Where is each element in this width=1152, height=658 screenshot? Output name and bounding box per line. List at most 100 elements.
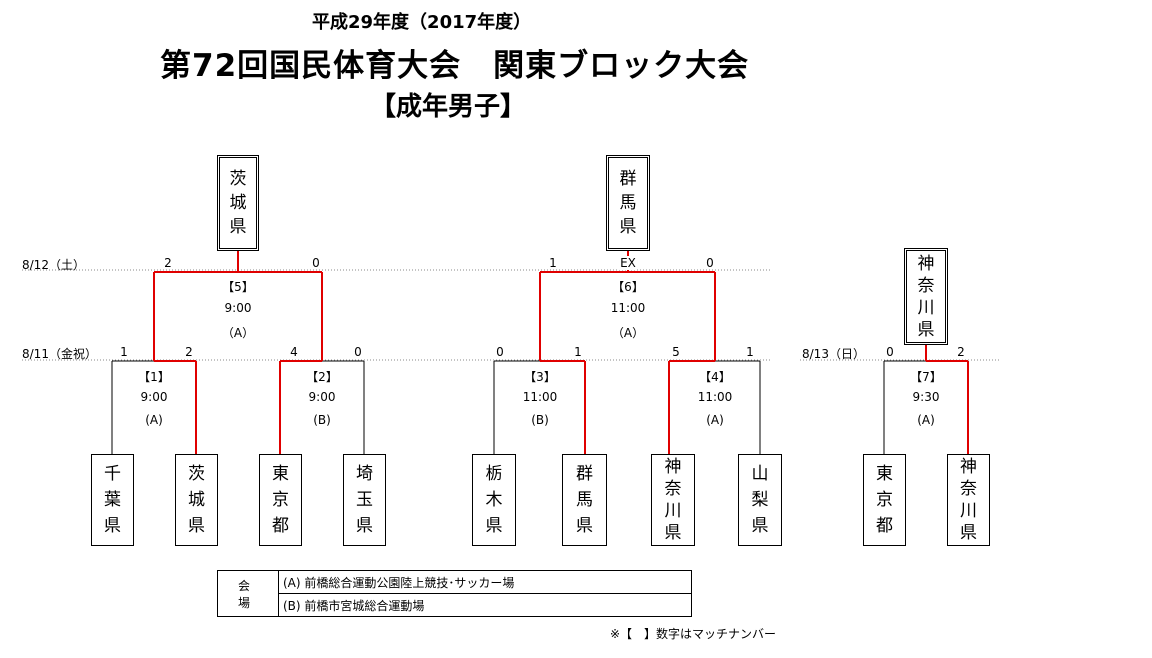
m3-score-left: 0: [496, 345, 504, 359]
champion-box-3: 神 奈 川 県: [904, 248, 948, 345]
team-char: 都: [876, 516, 893, 536]
m3-time: 11:00: [522, 390, 558, 404]
m5-number: 【5】: [222, 280, 254, 294]
team-box-saitama: 埼 玉 県: [343, 454, 386, 546]
venue-table: 会 場 (A) 前橋総合運動公園陸上競技･サッカー場 (B) 前橋市宮城総合運動…: [217, 570, 692, 617]
champion-1-char: 県: [229, 217, 247, 237]
team-char: 都: [272, 516, 289, 536]
venue-header: 会 場: [217, 570, 279, 617]
m6-number: 【6】: [612, 280, 644, 294]
team-box-ibaraki: 茨 城 県: [175, 454, 218, 546]
m2-number: 【2】: [306, 370, 338, 384]
subtitle: 平成29年度（2017年度）: [312, 12, 532, 33]
team-box-tochigi: 栃 木 県: [472, 454, 516, 546]
team-char: 神: [664, 457, 682, 477]
team-char: 県: [960, 523, 977, 543]
footnote: ※【 】数字はマッチナンバー: [610, 627, 777, 641]
m5-time: 9:00: [224, 301, 252, 315]
team-char: 東: [876, 464, 893, 484]
team-char: 葉: [104, 490, 121, 510]
m1-number: 【1】: [138, 370, 170, 384]
team-char: 木: [485, 490, 503, 510]
m2-venue: (B): [313, 413, 331, 427]
champion-3-char: 神: [917, 253, 935, 274]
team-char: 奈: [960, 479, 977, 499]
team-char: 梨: [751, 490, 769, 510]
team-char: 茨: [188, 464, 205, 484]
champion-3-char: 県: [917, 319, 935, 340]
team-box-gunma: 群 馬 県: [562, 454, 607, 546]
champion-2-char: 群: [619, 169, 637, 189]
team-char: 県: [576, 516, 593, 536]
team-box-yamanashi: 山 梨 県: [738, 454, 782, 546]
m4-venue: (A): [706, 413, 724, 427]
team-char: 京: [272, 490, 289, 510]
m1-time: 9:00: [140, 390, 168, 404]
team-char: 県: [188, 516, 205, 536]
champion-3-char: 奈: [917, 275, 935, 296]
champion-1-char: 茨: [229, 169, 247, 189]
m5-score-right: 0: [312, 256, 320, 270]
m6-score-right: 0: [706, 256, 714, 270]
venue-b: (B) 前橋市宮城総合運動場: [278, 593, 692, 617]
m1-score-right: 2: [185, 345, 193, 359]
team-char: 川: [960, 501, 977, 521]
team-char: 奈: [664, 479, 682, 499]
champion-box-1: 茨 城 県: [217, 155, 259, 251]
m1-score-left: 1: [120, 345, 128, 359]
m3-number: 【3】: [524, 370, 556, 384]
team-char: 県: [485, 516, 503, 536]
team-char: 県: [356, 516, 373, 536]
m6-time: 11:00: [610, 301, 646, 315]
m7-score-right: 2: [957, 345, 965, 359]
m6-venue: （A）: [611, 326, 645, 340]
team-char: 城: [188, 490, 205, 510]
round-date-811: 8/11（金祝）: [22, 347, 97, 361]
m5-venue: （A）: [221, 326, 255, 340]
champion-2-char: 馬: [619, 193, 637, 213]
m4-score-right: 1: [746, 345, 754, 359]
team-char: 千: [104, 464, 121, 484]
m7-score-left: 0: [886, 345, 894, 359]
team-char: 県: [751, 516, 769, 536]
m6-score-left: 1: [549, 256, 557, 270]
m6-extra: EX: [619, 256, 637, 270]
champion-2-char: 県: [619, 217, 637, 237]
m7-venue: (A): [917, 413, 935, 427]
m2-score-right: 0: [354, 345, 362, 359]
category-title: 【成年男子】: [370, 92, 527, 122]
m1-venue: (A): [145, 413, 163, 427]
venue-a: (A) 前橋総合運動公園陸上競技･サッカー場: [278, 570, 692, 594]
page-title: 第72回国民体育大会 関東ブロック大会: [160, 48, 750, 84]
m4-score-left: 5: [672, 345, 680, 359]
team-box-kanagawa-2: 神 奈 川 県: [947, 454, 990, 546]
team-char: 県: [104, 516, 121, 536]
team-char: 山: [751, 464, 769, 484]
team-char: 神: [960, 457, 977, 477]
champion-3-char: 川: [917, 297, 935, 318]
m7-time: 9:30: [912, 390, 940, 404]
m4-time: 11:00: [697, 390, 733, 404]
round-date-813: 8/13（日）: [802, 347, 865, 361]
m3-score-right: 1: [574, 345, 582, 359]
m3-venue: (B): [531, 413, 549, 427]
team-box-tokyo-2: 東 京 都: [863, 454, 906, 546]
team-char: 京: [876, 490, 893, 510]
m5-score-left: 2: [164, 256, 172, 270]
m2-time: 9:00: [308, 390, 336, 404]
team-char: 群: [576, 464, 593, 484]
team-box-kanagawa: 神 奈 川 県: [651, 454, 695, 546]
m7-number: 【7】: [910, 370, 942, 384]
team-char: 玉: [356, 490, 373, 510]
round-date-812: 8/12（土）: [22, 258, 85, 272]
champion-box-2: 群 馬 県: [606, 155, 650, 251]
team-char: 県: [664, 523, 682, 543]
m2-score-left: 4: [290, 345, 298, 359]
team-char: 川: [664, 501, 682, 521]
team-char: 栃: [485, 464, 503, 484]
m4-number: 【4】: [699, 370, 731, 384]
team-box-chiba: 千 葉 県: [91, 454, 134, 546]
team-char: 東: [272, 464, 289, 484]
team-char: 埼: [356, 464, 373, 484]
